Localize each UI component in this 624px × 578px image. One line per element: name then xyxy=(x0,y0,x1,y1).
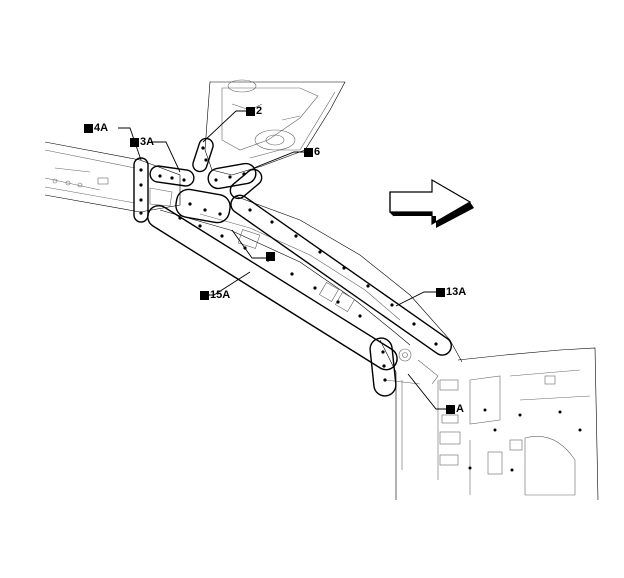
black-square-icon xyxy=(436,287,445,297)
black-square-icon xyxy=(200,290,209,300)
lower-right-panel xyxy=(379,339,599,501)
black-square-icon xyxy=(246,106,255,116)
label-15a: 15A xyxy=(200,289,230,301)
arrow-right-3d-icon xyxy=(389,178,474,228)
label-6: 6 xyxy=(304,146,320,158)
black-square-icon xyxy=(304,147,313,157)
label-a: A xyxy=(446,403,464,415)
label-4a: 4A xyxy=(84,122,108,134)
left-panel xyxy=(44,141,181,213)
upper-panel xyxy=(204,79,346,176)
black-square-icon xyxy=(266,252,275,261)
roof-rail-members xyxy=(159,195,463,363)
black-square-icon xyxy=(130,137,139,147)
leader-lines xyxy=(118,110,446,410)
label-13a: 13A xyxy=(436,286,466,298)
label-3a: 3A xyxy=(130,136,154,148)
black-square-icon xyxy=(84,123,93,133)
label-2: 2 xyxy=(246,105,262,117)
spot-welds xyxy=(139,146,438,382)
weld-zones xyxy=(133,137,452,397)
black-square-icon xyxy=(446,404,455,414)
label-blank xyxy=(266,252,276,261)
